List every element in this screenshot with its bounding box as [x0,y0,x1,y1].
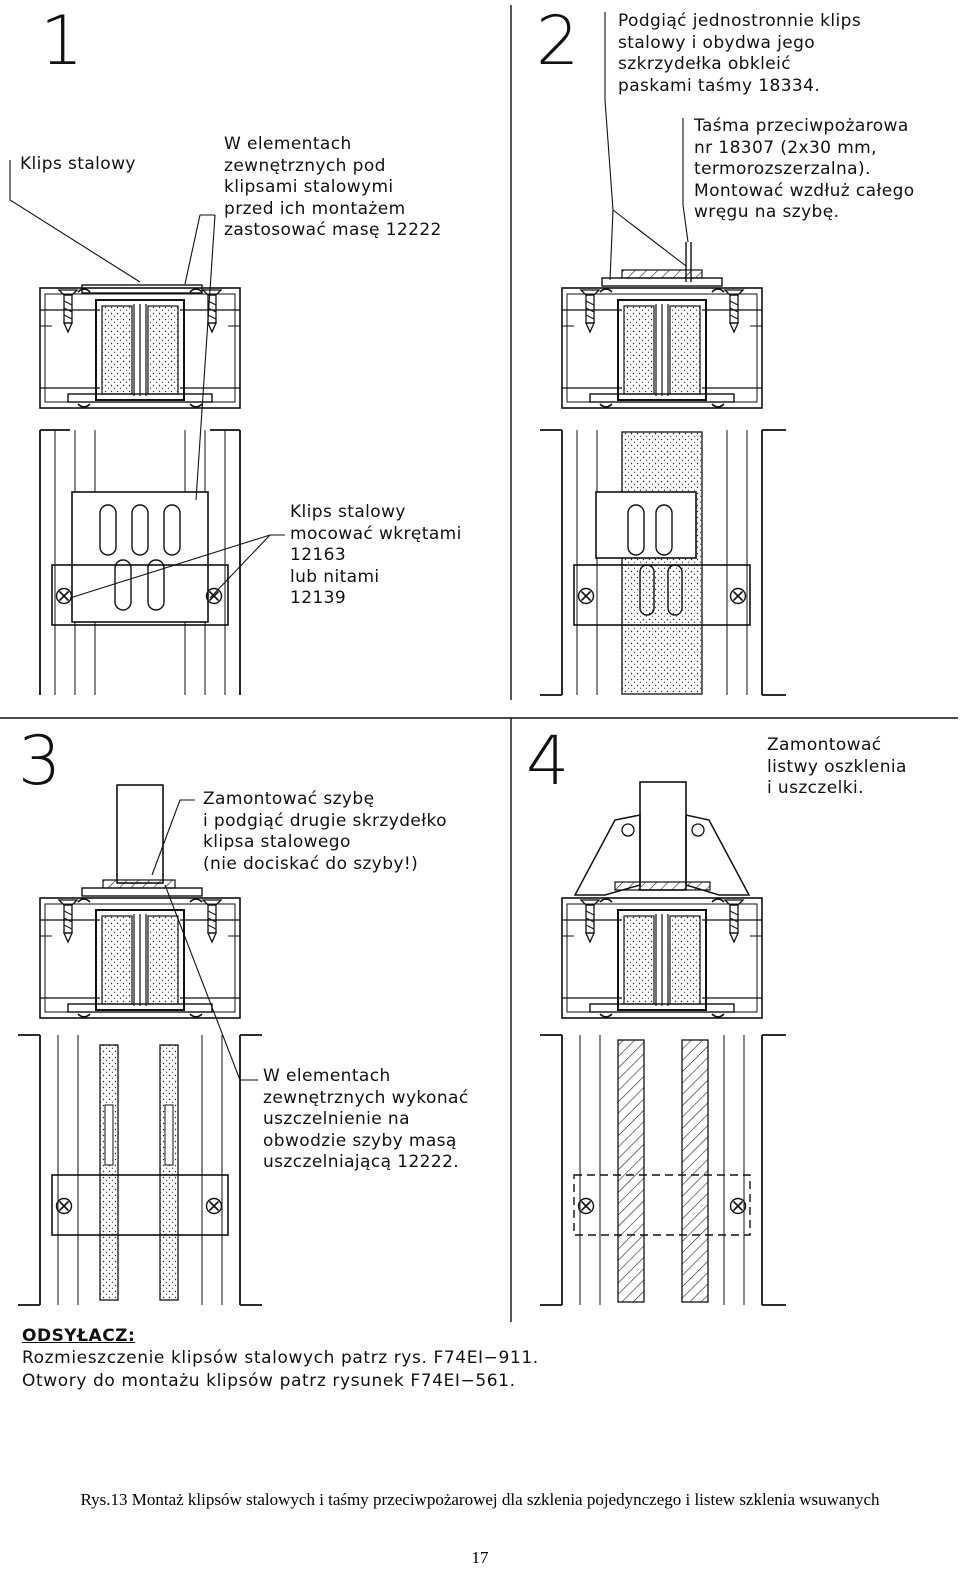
label-zamontowac-szybe: Zamontować szybę i podgiąć drugie skrzyd… [203,789,447,874]
step-number-2: 2 [536,2,580,81]
label-w-elementach-2: W elementach zewnętrznych wykonać uszcze… [263,1066,469,1172]
label-klips-stalowy: Klips stalowy [20,154,136,174]
page-number: 17 [471,1548,489,1567]
label-tasma: Taśma przeciwpożarowa nr 18307 (2x30 mm,… [694,116,915,222]
reference-line-1: Rozmieszczenie klipsów stalowych patrz r… [22,1348,539,1368]
section-2-drawing [540,12,786,696]
label-podgiac: Podgiąć jednostronnie klips stalowy i ob… [618,11,862,96]
label-zamontowac-listwy: Zamontować listwy oszklenia i uszczelki. [767,735,907,798]
section-1-drawing [9,160,285,695]
section-4-drawing [540,781,786,1306]
step-number-4: 4 [526,722,570,801]
label-w-elementach-1: W elementach zewnętrznych pod klipsami s… [224,134,442,240]
section-3-drawing [18,784,262,1306]
figure-caption: Rys.13 Montaż klipsów stalowych i taśmy … [80,1490,880,1509]
reference-line-2: Otwory do montażu klipsów patrz rysunek … [22,1371,516,1391]
step-number-1: 1 [40,2,84,81]
step-number-3: 3 [18,722,62,801]
reference-title: ODSYŁACZ: [22,1326,136,1346]
label-klips-mocowac: Klips stalowy mocować wkrętami 12163 lub… [290,502,462,608]
